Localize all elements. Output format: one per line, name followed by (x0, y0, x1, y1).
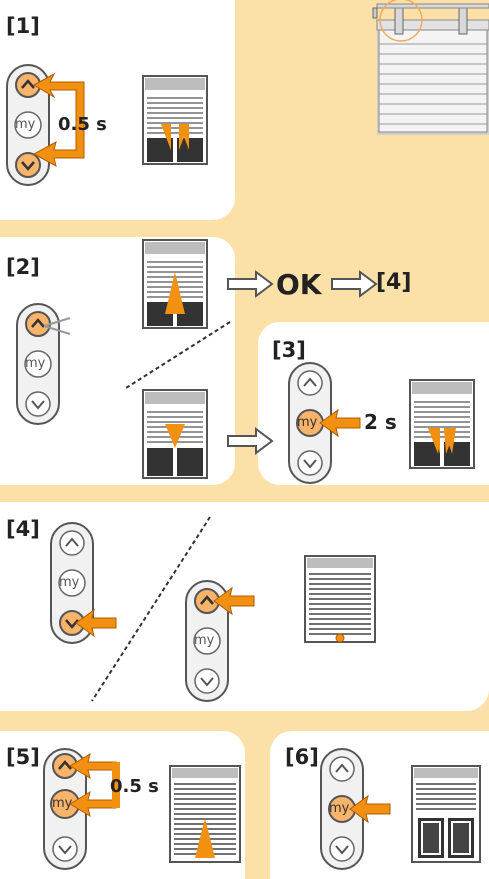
down-button-icon (329, 836, 355, 862)
shutter-icon (304, 555, 376, 643)
my-button-icon (24, 350, 52, 378)
arrow-icon (213, 586, 255, 616)
my-button-icon (14, 111, 42, 139)
up-button-icon (59, 530, 85, 556)
up-button-icon (329, 756, 355, 782)
remote-my-label: my (329, 801, 350, 816)
step3-duration: 2 s (364, 410, 397, 434)
arrow-icon (69, 752, 120, 818)
arrow-icon (227, 427, 274, 455)
remote-control-icon (320, 748, 364, 870)
remote-my-label: my (25, 356, 46, 371)
arrow-icon (32, 72, 85, 167)
down-button-icon (194, 668, 220, 694)
goto-step-label: [4] (376, 270, 412, 295)
shutter-icon (142, 389, 208, 479)
step-6-label: [6] (285, 745, 319, 769)
installed-shutter-illustration (372, 0, 489, 135)
remote-my-label: my (194, 633, 215, 648)
arrow-icon (349, 794, 391, 824)
step-3-label: [3] (272, 338, 306, 362)
down-button-icon (25, 391, 51, 417)
remote-control-icon (185, 580, 229, 702)
remote-control-icon (50, 522, 94, 644)
step1-duration: 0.5 s (58, 114, 107, 135)
arrow-icon (75, 608, 117, 638)
step-1-label: [1] (6, 14, 40, 38)
press-indicator-icon (43, 317, 71, 335)
remote-my-label: my (59, 575, 80, 590)
remote-control-icon (16, 303, 60, 425)
shutter-icon (169, 765, 241, 863)
remote-my-label: my (15, 117, 36, 132)
divider-line (125, 321, 231, 389)
divider-line (91, 516, 211, 702)
arrow-icon (331, 270, 378, 298)
step-4-label: [4] (6, 517, 40, 541)
remote-my-label: my (52, 796, 73, 811)
arrow-icon (319, 408, 361, 438)
step-5-label: [5] (6, 745, 40, 769)
my-button-icon (58, 569, 86, 597)
step-2-label: [2] (6, 255, 40, 279)
shutter-icon (142, 239, 208, 329)
down-button-icon (297, 450, 323, 476)
ok-label: OK (276, 268, 322, 301)
shutter-icon (142, 75, 208, 165)
step5-duration: 0.5 s (110, 776, 159, 797)
down-button-icon (52, 836, 78, 862)
window-icon (411, 765, 481, 863)
remote-control-icon (288, 362, 332, 484)
remote-my-label: my (297, 415, 318, 430)
arrow-icon (227, 270, 274, 298)
shutter-icon (409, 379, 475, 469)
up-button-icon (297, 370, 323, 396)
my-button-icon (193, 627, 221, 655)
down-button-icon (15, 152, 41, 178)
